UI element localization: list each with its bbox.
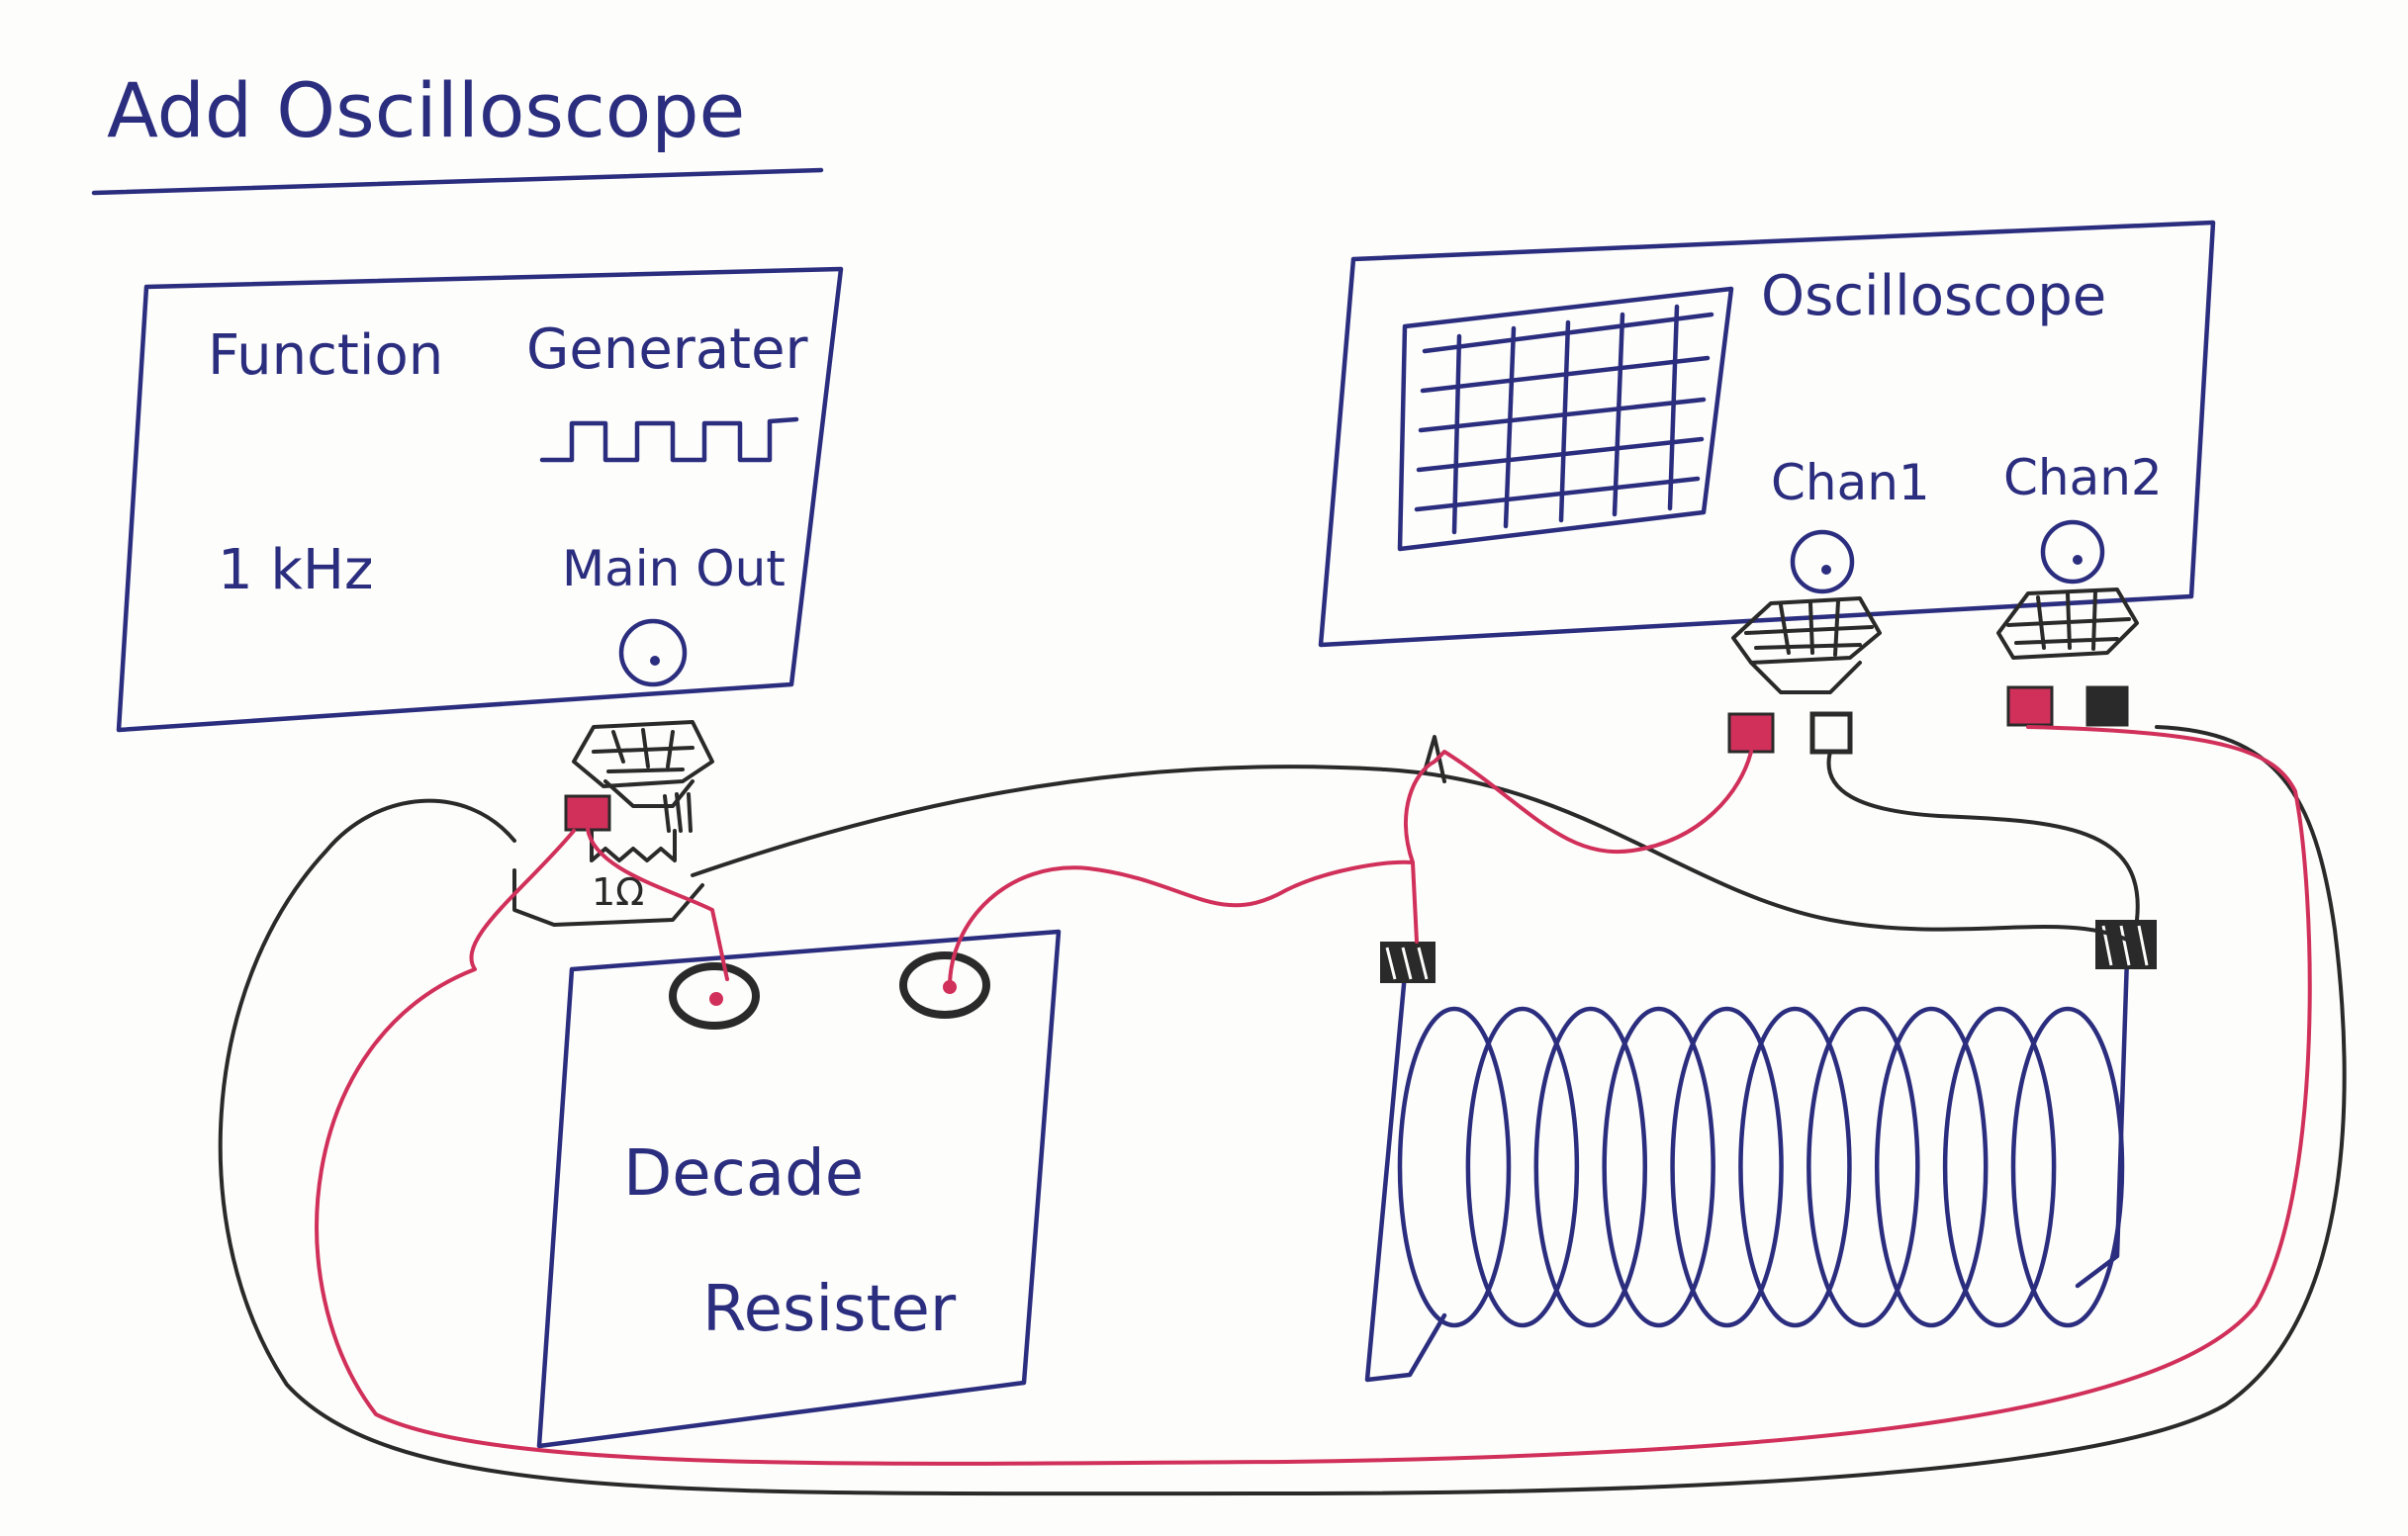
resistor-icon (590, 829, 677, 862)
decade-resistor-box (536, 929, 1062, 1449)
black-wire-kink (1423, 735, 1446, 783)
coil-right-lead (2075, 954, 2130, 1289)
bnc-pin (2073, 555, 2083, 565)
oscilloscope-box (1318, 220, 2216, 648)
clip-teeth (1385, 947, 1429, 980)
bnc-adapter-chan2 (1996, 587, 2139, 727)
oscilloscope-title: Oscilloscope (1761, 264, 2106, 328)
red-wire-chan1 (1404, 750, 1753, 864)
screen-grid-icon (1397, 286, 1734, 552)
binding-post-center (709, 992, 723, 1006)
red-wire-decade-coil (948, 859, 1419, 989)
black-terminal (1809, 711, 1853, 755)
red-terminal (564, 794, 611, 832)
adapter-body (1996, 587, 2139, 660)
black-wire-top (691, 765, 2129, 942)
black-terminal (2085, 685, 2129, 727)
function-generator-title-left: Function (208, 323, 443, 388)
adapter-hatch (2006, 589, 2131, 651)
adapter-arc (603, 779, 695, 808)
coil-icon (1364, 920, 2157, 1383)
adapter-arc (1749, 661, 1862, 694)
title-underline (91, 167, 824, 196)
black-terminal (663, 792, 693, 833)
adapter-hatch (592, 728, 695, 773)
function-generator: Function Generater 1 kHz Main Out (116, 266, 844, 733)
screen-grid-cols (1451, 304, 1680, 535)
function-generator-title-right: Generater (526, 317, 809, 382)
bnc-connector-icon (618, 618, 688, 687)
adapter-hatch (1744, 599, 1874, 657)
coil-loops (1397, 1006, 2125, 1328)
square-wave-icon (539, 416, 799, 463)
diagram-title: Add Oscilloscope (107, 66, 745, 154)
black-wire-chan1 (1826, 750, 2140, 922)
red-wire-generator-decade (586, 827, 729, 981)
red-terminal (1727, 712, 1775, 754)
binding-post-icon (899, 951, 990, 1019)
red-wire-outer (315, 725, 2312, 1466)
decade-resistor: Decade Resister (536, 929, 1062, 1449)
bnc-adapter-chan1 (1727, 596, 1882, 755)
bnc-connector-icon (2040, 519, 2105, 585)
bnc-adapter-generator: 1Ω (512, 720, 714, 927)
decade-resistor-label-1: Decade (623, 1137, 864, 1211)
function-generator-box (116, 266, 844, 733)
oscilloscope: Oscilloscope Chan1 Chan2 (1318, 220, 2216, 648)
adapter-body (1731, 596, 1882, 665)
bnc-pin (1821, 565, 1831, 575)
channel-1-label: Chan1 (1771, 454, 1930, 511)
black-wire-outer (218, 725, 2347, 1496)
coil-left-lead (1364, 971, 1447, 1383)
frequency-label: 1 kHz (218, 538, 373, 602)
binding-post-icon (669, 962, 760, 1030)
decade-resistor-label-2: Resister (702, 1273, 957, 1346)
bnc-pin (650, 656, 660, 666)
channel-2-label: Chan2 (2003, 449, 2163, 506)
bnc-connector-icon (1790, 529, 1855, 594)
red-terminal (2006, 685, 2054, 727)
adapter-body (572, 720, 714, 788)
main-out-label: Main Out (562, 540, 786, 597)
